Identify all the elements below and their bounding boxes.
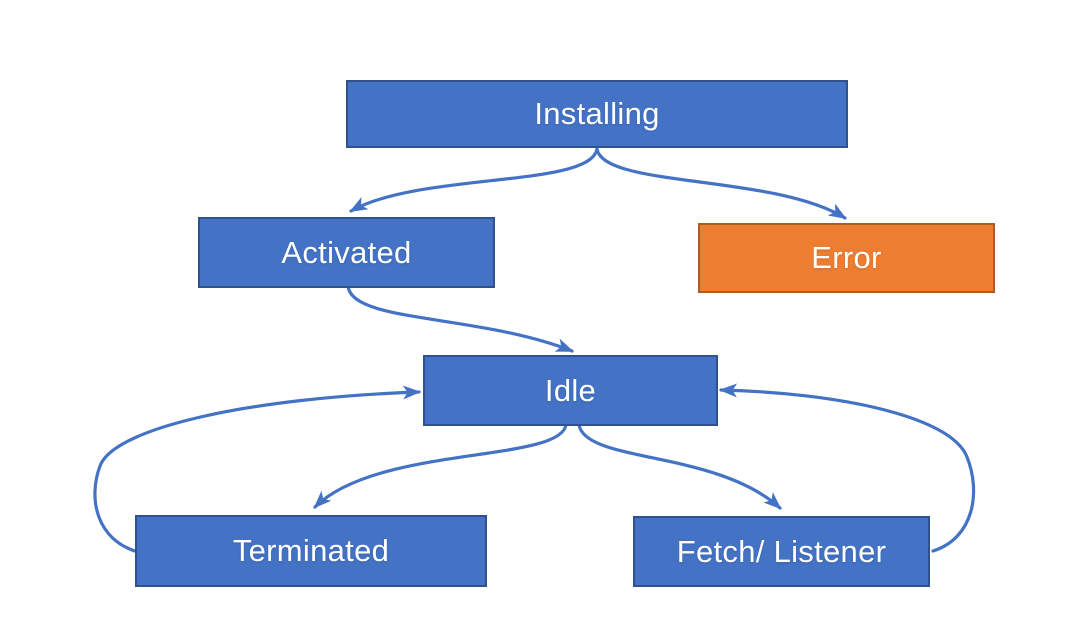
arrow-idle-to-fetch-listener [577,423,782,510]
node-activated: Activated [198,217,495,288]
node-error: Error [698,223,995,293]
arrow-terminated-to-idle [93,385,421,554]
node-fetch-listener: Fetch/ Listener [633,516,930,587]
node-activated-label: Activated [281,234,412,270]
arrow-installing-to-error [595,147,847,220]
node-fetch-listener-label: Fetch/ Listener [676,533,887,569]
node-terminated-label: Terminated [232,533,390,568]
node-idle-label: Idle [544,372,597,408]
node-idle: Idle [423,355,718,426]
node-installing-label: Installing [534,96,660,131]
arrow-fetch-listener-to-idle [719,383,976,553]
node-error-label: Error [811,240,882,275]
arrow-installing-to-activated [349,147,599,213]
node-installing: Installing [346,80,848,148]
arrow-activated-to-idle [346,284,574,353]
arrow-idle-to-terminated [313,423,568,509]
node-terminated: Terminated [135,515,487,587]
